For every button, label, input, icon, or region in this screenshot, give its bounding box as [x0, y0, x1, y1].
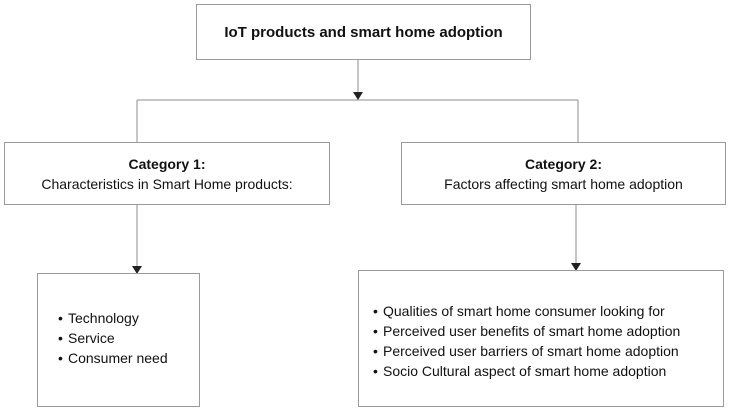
root-title: IoT products and smart home adoption: [224, 23, 503, 41]
category2-list-node: •Qualities of smart home consumer lookin…: [358, 270, 724, 407]
category1-list: •Technology •Service •Consumer need: [58, 308, 199, 368]
list-item: •Perceived user barriers of smart home a…: [373, 343, 679, 359]
category1-node: Category 1: Characteristics in Smart Hom…: [4, 142, 330, 205]
category2-subtitle: Factors affecting smart home adoption: [444, 175, 683, 192]
category2-heading: Category 2:: [524, 155, 603, 172]
category2-list: •Qualities of smart home consumer lookin…: [373, 301, 723, 381]
list-item: •Qualities of smart home consumer lookin…: [373, 303, 665, 319]
bullet-icon: •: [373, 343, 378, 359]
bullet-icon: •: [58, 350, 63, 366]
bullet-icon: •: [58, 330, 63, 346]
list-item: •Consumer need: [58, 350, 168, 366]
list-item: •Perceived user benefits of smart home a…: [373, 323, 681, 339]
category1-list-node: •Technology •Service •Consumer need: [37, 273, 200, 407]
category2-node: Category 2: Factors affecting smart home…: [401, 142, 726, 205]
bullet-icon: •: [58, 310, 63, 326]
list-item: •Technology: [58, 310, 139, 326]
bullet-icon: •: [373, 303, 378, 319]
cat2-arrowhead: [571, 263, 581, 271]
root-arrowhead: [353, 92, 363, 100]
list-item: •Socio Cultural aspect of smart home ado…: [373, 363, 667, 379]
list-item: •Service: [58, 330, 115, 346]
bullet-icon: •: [373, 363, 378, 379]
bullet-icon: •: [373, 323, 378, 339]
root-node: IoT products and smart home adoption: [196, 4, 531, 60]
category1-subtitle: Characteristics in Smart Home products:: [41, 175, 293, 192]
category1-heading: Category 1:: [128, 155, 206, 172]
cat1-arrowhead: [132, 266, 142, 274]
